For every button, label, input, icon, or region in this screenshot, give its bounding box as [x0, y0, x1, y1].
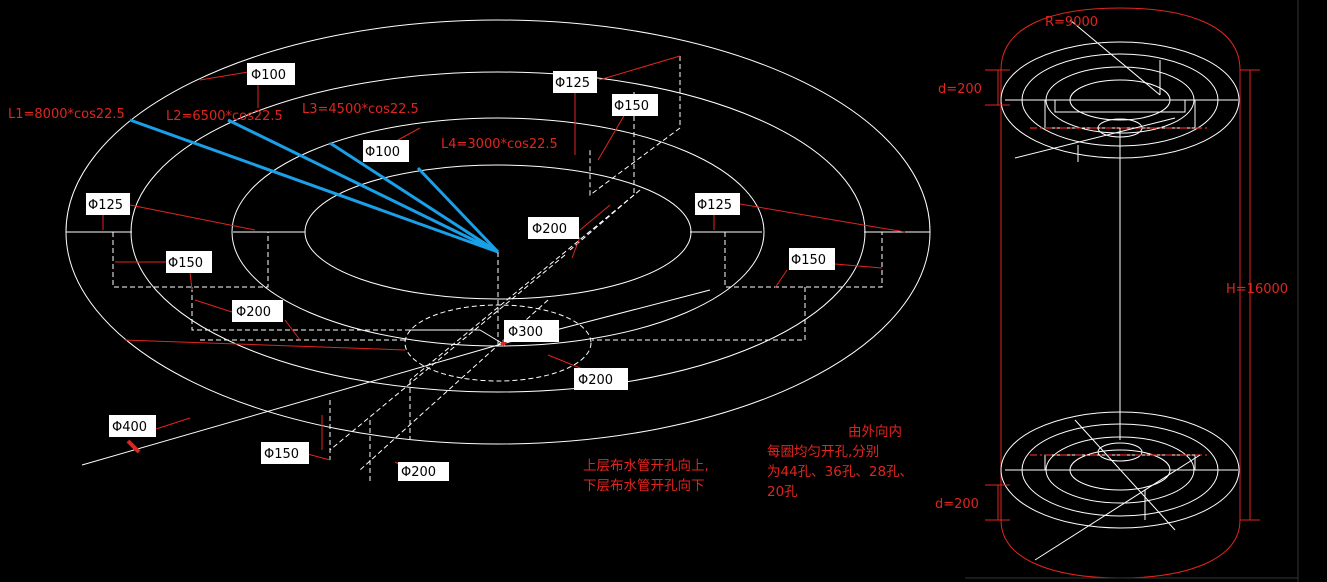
- note-line-1: 上层布水管开孔向上,: [583, 458, 709, 474]
- note-holes-1: 由外向内: [848, 424, 902, 440]
- tank-height: H=16000: [1226, 282, 1288, 297]
- notes: 上层布水管开孔向上, 下层布水管开孔向下 由外向内 每圈均匀开孔,分别 为44孔…: [583, 424, 913, 500]
- pipe-l1: [129, 118, 499, 254]
- pipe-l2: [227, 118, 499, 254]
- tank-view: R=9000 d=200 d=200 H=16000: [935, 0, 1299, 582]
- plan-view: [65, 19, 931, 482]
- label-d150-bottom: Φ150: [264, 447, 299, 462]
- length-l3: L3=4500*cos22.5: [302, 102, 419, 117]
- ring-outer: [65, 19, 931, 445]
- label-d150-right: Φ150: [791, 253, 826, 268]
- main-diagonal: [81, 344, 499, 466]
- pipe-l3: [329, 141, 499, 254]
- tank-radius: R=9000: [1045, 15, 1098, 30]
- note-holes-3: 为44孔、36孔、28孔、: [767, 464, 913, 480]
- note-line-2: 下层布水管开孔向下: [583, 478, 705, 494]
- tank-d-top: d=200: [938, 82, 982, 97]
- label-d300: Φ300: [508, 325, 543, 340]
- label-d150-a: Φ150: [614, 99, 649, 114]
- label-d100-a: Φ100: [251, 68, 286, 83]
- note-holes-4: 20孔: [767, 484, 798, 500]
- length-l2: L2=6500*cos22.5: [166, 109, 283, 124]
- label-d125-right: Φ125: [697, 198, 732, 213]
- label-d200-bottom-b: Φ200: [401, 465, 436, 480]
- label-d200-bottom: Φ200: [578, 373, 613, 388]
- length-l4: L4=3000*cos22.5: [441, 137, 558, 152]
- length-annotations: L1=8000*cos22.5 L2=6500*cos22.5 L3=4500*…: [8, 102, 558, 152]
- label-d125-left: Φ125: [88, 198, 123, 213]
- pipe-l4: [416, 166, 500, 254]
- note-holes-2: 每圈均匀开孔,分别: [767, 444, 879, 460]
- label-d125-a: Φ125: [555, 76, 590, 91]
- ring-3: [231, 117, 765, 347]
- label-d400: Φ400: [112, 420, 147, 435]
- label-d200-left: Φ200: [236, 305, 271, 320]
- label-d100-b: Φ100: [365, 145, 400, 160]
- label-d150-left: Φ150: [168, 256, 203, 271]
- tank-d-bottom: d=200: [935, 497, 979, 512]
- pipe-diameter-labels: Φ100 Φ125 Φ150 Φ100 Φ125 Φ200 Φ125 Φ150 …: [86, 63, 835, 481]
- length-l1: L1=8000*cos22.5: [8, 107, 125, 122]
- label-d200-center: Φ200: [532, 222, 567, 237]
